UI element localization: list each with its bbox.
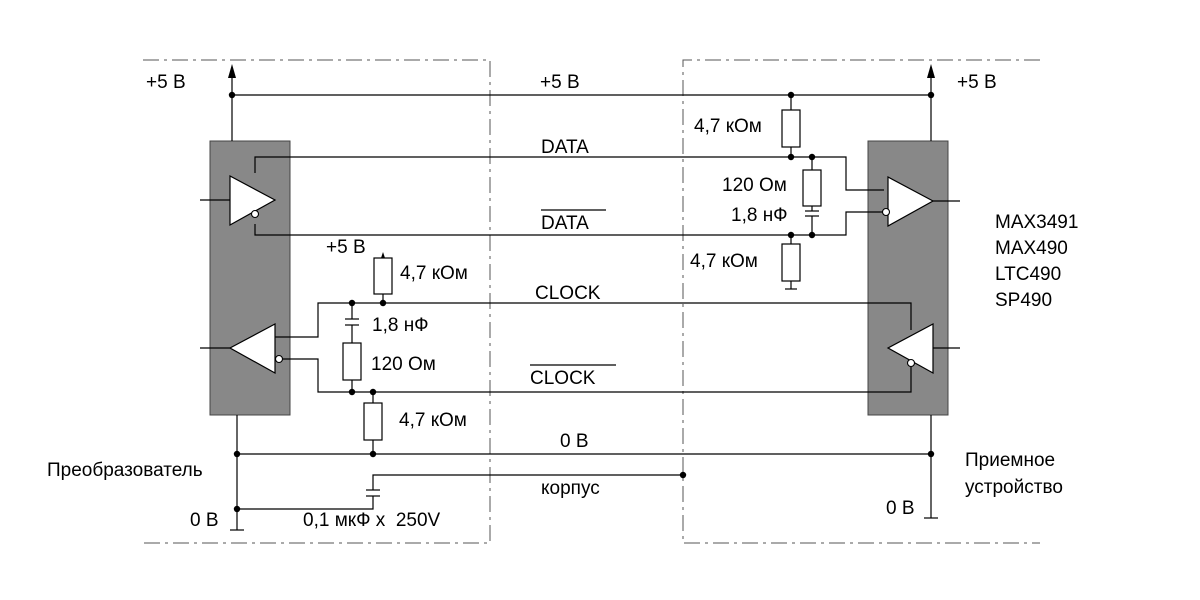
- data-pullup-resistor: [781, 95, 801, 157]
- chassis-line: [372, 471, 687, 490]
- supply-bus: [228, 64, 935, 141]
- chip-model-4: SP490: [995, 290, 1052, 311]
- chassis-capacitor: [237, 489, 380, 510]
- data-line: [254, 153, 884, 191]
- clock-pullup-resistor: [373, 257, 393, 295]
- data-capacitor-label: 1,8 нФ: [731, 205, 788, 226]
- left-supply-label: +5 В: [146, 72, 186, 93]
- clock-pulldown-resistor: [363, 392, 383, 454]
- chip-model-1: MAX3491: [995, 212, 1078, 233]
- clock-line: [275, 299, 912, 338]
- left-driver: [200, 175, 277, 227]
- supply-line-label: +5 В: [540, 72, 580, 93]
- left-receiver: [200, 323, 284, 375]
- right-transceiver-chip: [867, 140, 949, 416]
- left-device-boundary: [143, 59, 491, 544]
- left-ground-label: 0 В: [190, 510, 219, 531]
- clock-pulldown-label: 4,7 кОм: [399, 410, 467, 431]
- right-device-boundary: [682, 59, 1040, 544]
- right-device-label-line1: Приемное: [965, 450, 1055, 471]
- data-label: DATA: [541, 137, 589, 158]
- clock-inverted-label: CLOCK: [530, 368, 596, 389]
- data-pulldown-label: 4,7 кОм: [690, 251, 758, 272]
- clock-pullup-label: 4,7 кОм: [400, 263, 468, 284]
- data-capacitor: [805, 210, 819, 235]
- clock-terminator-label: 120 Ом: [371, 354, 436, 375]
- right-device-label-line2: устройство: [965, 477, 1063, 498]
- data-terminator-label: 120 Ом: [722, 175, 787, 196]
- clock-label: CLOCK: [535, 283, 601, 304]
- chassis-line-label: корпус: [541, 478, 600, 499]
- right-driver: [886, 323, 960, 375]
- left-transceiver-chip: [209, 140, 291, 416]
- right-ground-label: 0 В: [886, 498, 915, 519]
- chip-model-3: LTC490: [995, 264, 1061, 285]
- data-pulldown-resistor: [781, 235, 801, 290]
- clock-capacitor-label: 1,8 нФ: [372, 315, 429, 336]
- data-inverted-label: DATA: [541, 213, 589, 234]
- clock-capacitor: [345, 303, 359, 343]
- clock-supply-label: +5 В: [326, 237, 366, 258]
- ground-line-label: 0 В: [560, 431, 589, 452]
- clock-terminator-resistor: [342, 342, 362, 392]
- left-device-label: Преобразователь: [47, 460, 203, 481]
- ground-bus: [230, 415, 938, 531]
- data-pullup-label: 4,7 кОм: [694, 116, 762, 137]
- data-terminator-resistor: [802, 157, 822, 211]
- right-supply-label: +5 В: [957, 72, 997, 93]
- chip-model-2: MAX490: [995, 238, 1068, 259]
- right-receiver: [881, 176, 960, 228]
- chassis-capacitor-label: 0,1 мкФ х 250V: [303, 510, 441, 531]
